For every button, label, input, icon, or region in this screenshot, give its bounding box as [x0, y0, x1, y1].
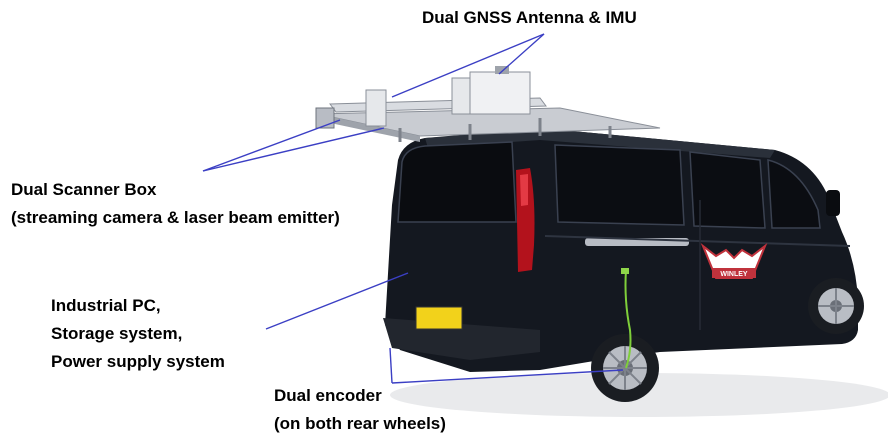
side-mirror	[826, 190, 840, 216]
industrial-pc-label-line3: Power supply system	[51, 348, 225, 376]
side-window-2	[690, 152, 765, 228]
scanner-box-label-line2: (streaming camera & laser beam emitter)	[11, 204, 340, 232]
gnss-imu-unit	[470, 72, 530, 114]
leader-gnss-2	[499, 34, 544, 74]
leader-encoder-1	[390, 348, 392, 383]
side-window-1	[555, 145, 684, 225]
leader-scanner-2	[203, 128, 384, 171]
rear-window	[398, 142, 516, 222]
scanner-box-label: Dual Scanner Box (streaming camera & las…	[11, 176, 340, 232]
scanner-box-label-line1: Dual Scanner Box	[11, 176, 340, 204]
license-plate	[416, 307, 462, 329]
scanner-box-left	[366, 90, 386, 126]
gnss-imu-label: Dual GNSS Antenna & IMU	[422, 4, 637, 32]
industrial-pc-label-line2: Storage system,	[51, 320, 225, 348]
logo-text: WINLEY	[720, 271, 748, 278]
leader-scanner-1	[203, 120, 340, 171]
industrial-pc-label: Industrial PC, Storage system, Power sup…	[51, 292, 225, 376]
gnss-imu-label-text: Dual GNSS Antenna & IMU	[422, 8, 637, 27]
industrial-pc-label-line1: Industrial PC,	[51, 292, 225, 320]
encoder-label-line2: (on both rear wheels)	[274, 410, 446, 438]
encoder-label: Dual encoder (on both rear wheels)	[274, 382, 446, 438]
encoder-label-line1: Dual encoder	[274, 382, 446, 410]
